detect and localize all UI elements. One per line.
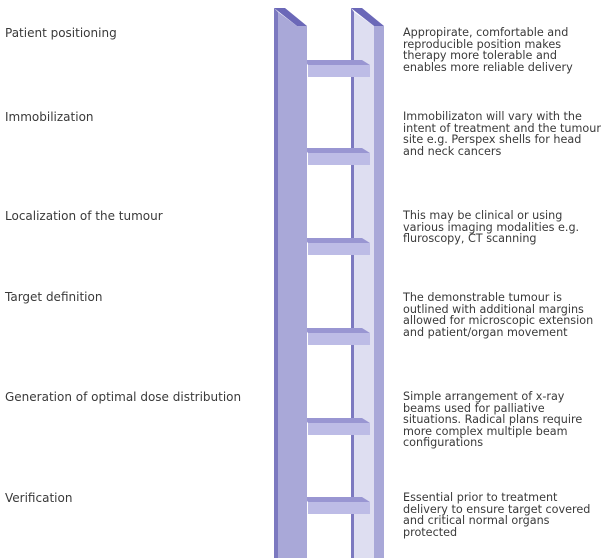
ladder-rung-2 (304, 148, 370, 165)
ladder-rung-4 (304, 328, 370, 345)
step-description-target-definition: The demonstrable tumour is outlined with… (403, 291, 594, 339)
step-description-dose-distribution: Simple arrangement of x-ray beams used f… (403, 390, 583, 449)
step-description-immobilization: Immobilizaton will vary with the intent … (403, 110, 601, 158)
ladder-rung-1 (304, 60, 370, 77)
step-label-immobilization: Immobilization (5, 110, 94, 124)
step-description-localization: This may be clinical or using various im… (403, 209, 580, 245)
step-label-verification: Verification (5, 491, 73, 505)
ladder-rung-5 (304, 418, 370, 435)
step-label-patient-positioning: Patient positioning (5, 26, 117, 40)
ladder-rung-3 (304, 238, 370, 255)
ladder-right-rail (351, 8, 384, 558)
ladder-rung-6 (304, 497, 370, 514)
step-label-localization: Localization of the tumour (5, 209, 163, 223)
ladder-diagram (274, 8, 384, 558)
step-label-dose-distribution: Generation of optimal dose distribution (5, 390, 242, 404)
ladder-left-rail (274, 8, 307, 558)
step-description-verification: Essential prior to treatment delivery to… (403, 491, 591, 539)
step-description-patient-positioning: Appropirate, comfortable and reproducibl… (403, 26, 573, 74)
step-label-target-definition: Target definition (5, 290, 103, 304)
